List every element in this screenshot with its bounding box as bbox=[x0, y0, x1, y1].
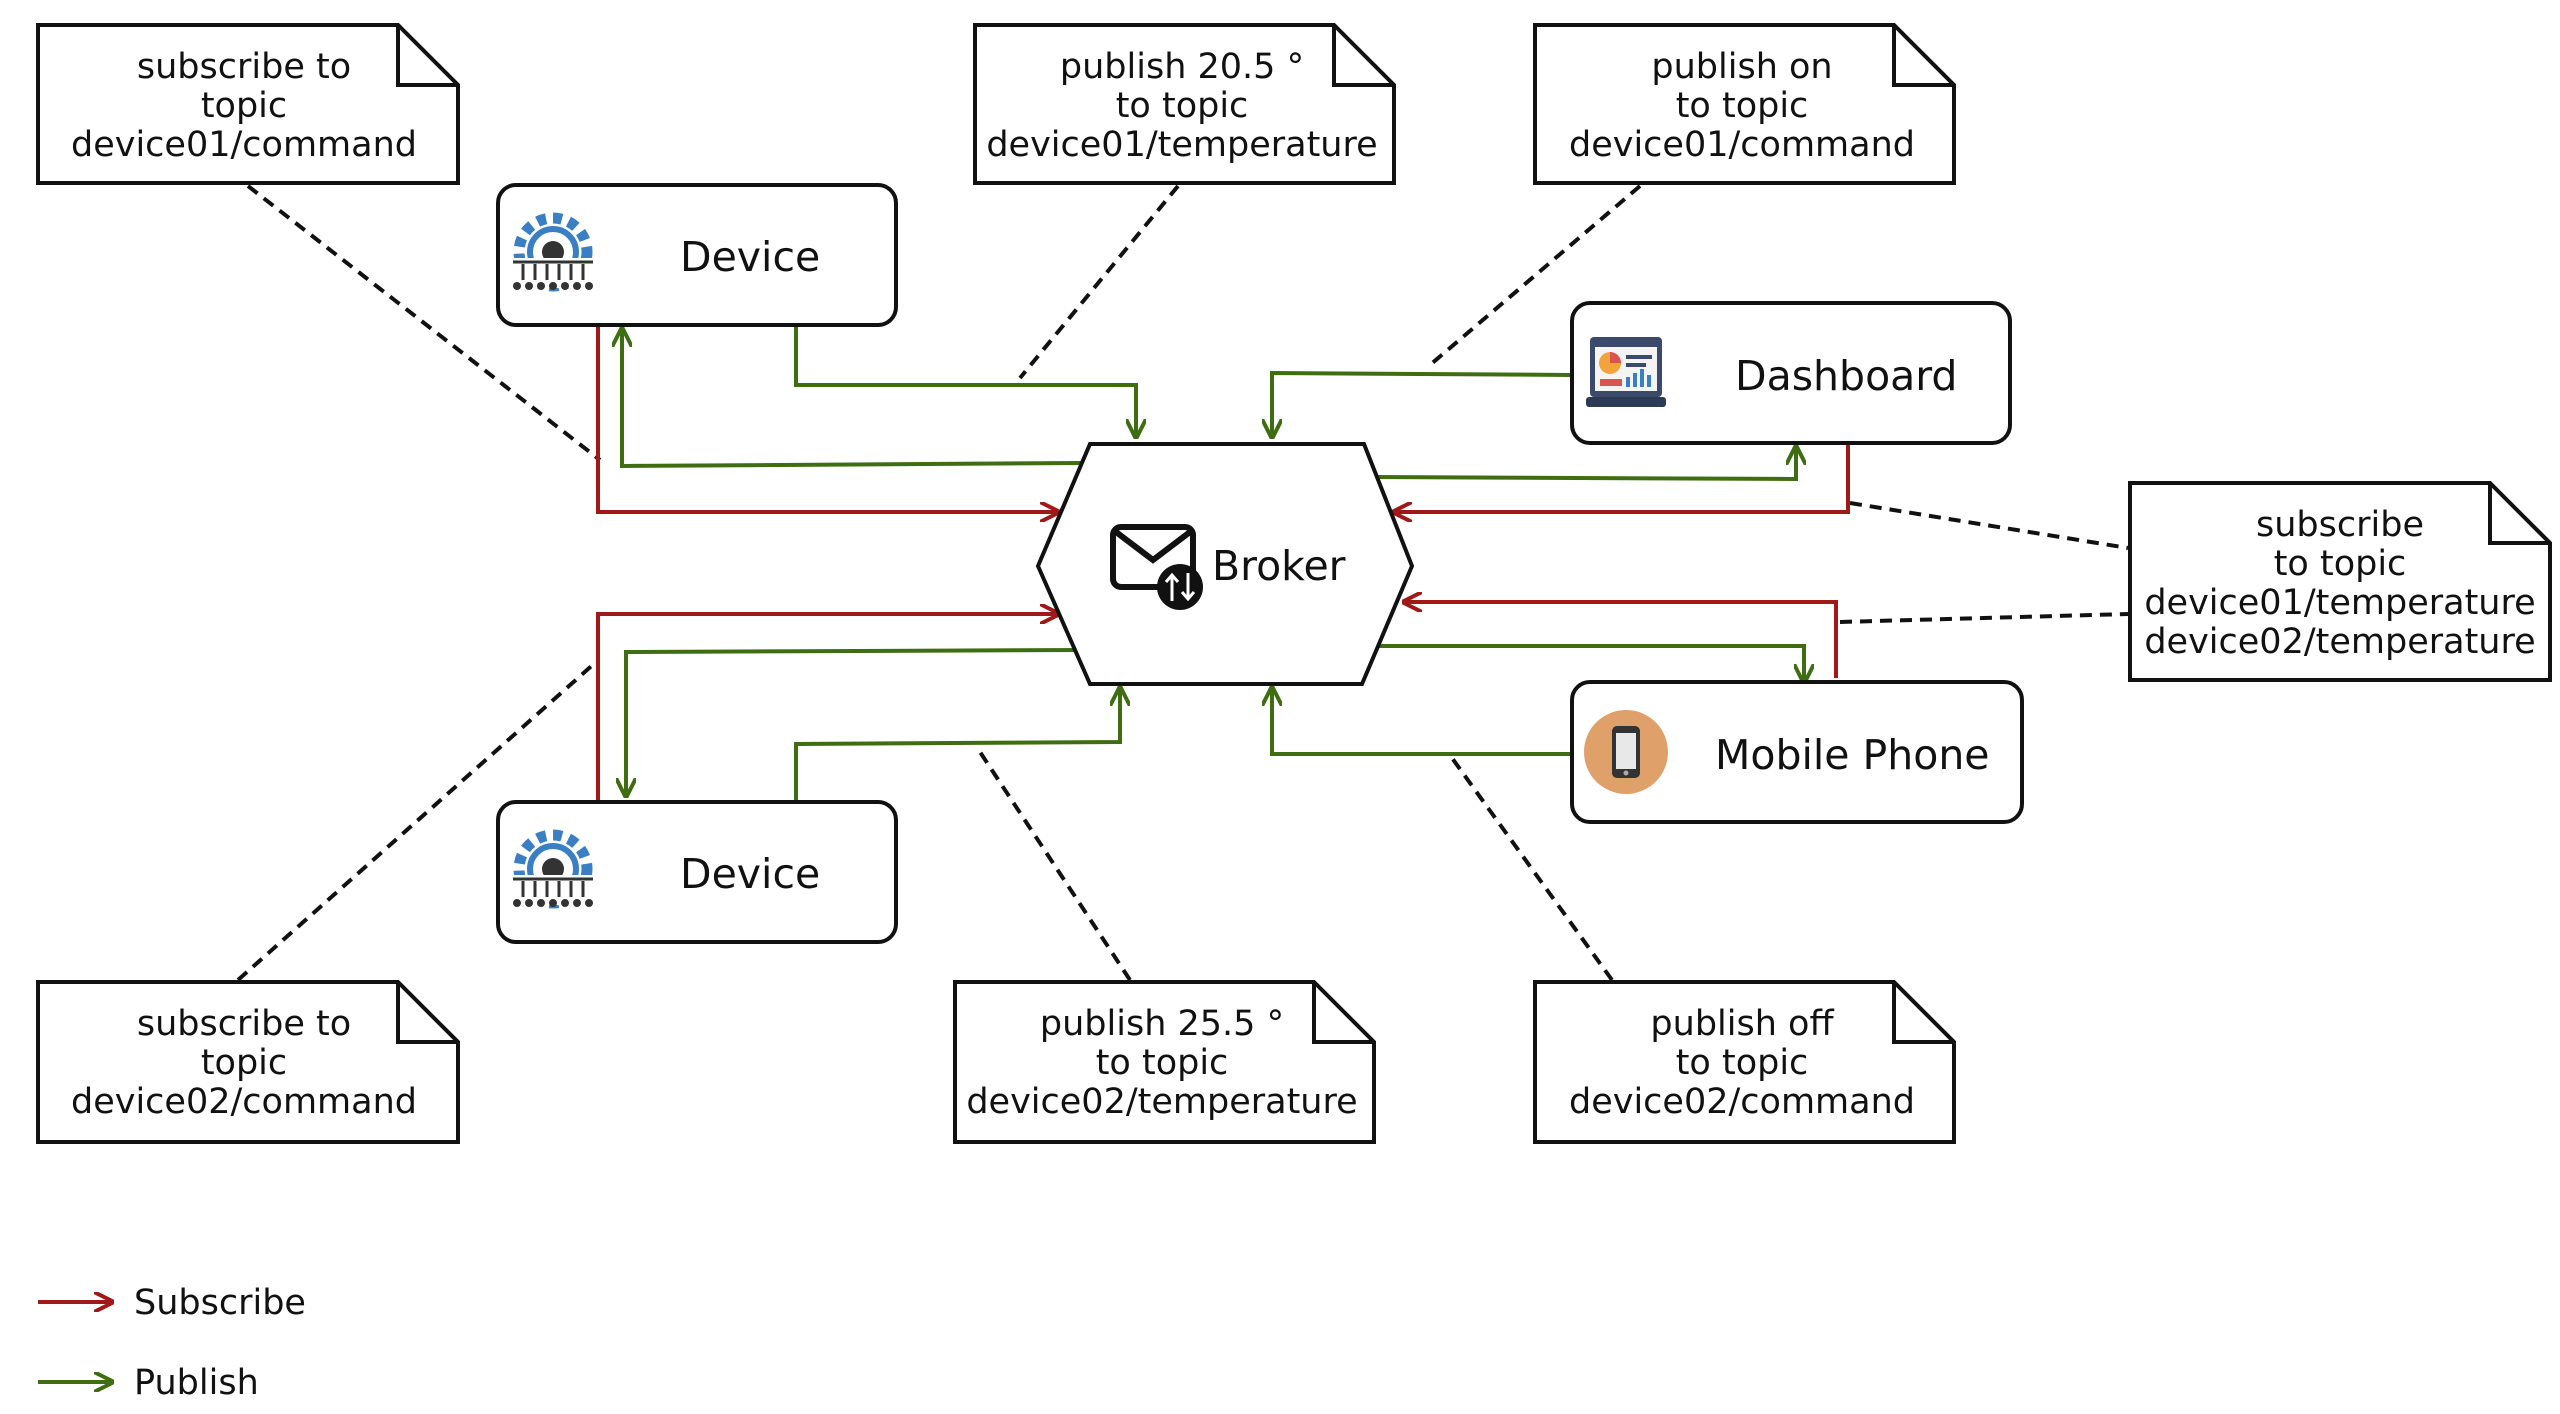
note-pub-off: publish off to topic device02/command bbox=[1533, 980, 1956, 1144]
connector-pub-temp02 bbox=[978, 750, 1132, 982]
note-line: device02/command bbox=[1569, 1082, 1915, 1122]
arrow-pub-mobile bbox=[1272, 688, 1576, 756]
note-line: to topic bbox=[1096, 1043, 1229, 1083]
arrow-sub-device-bottom bbox=[596, 614, 1058, 802]
dashboard-box bbox=[1570, 301, 2012, 445]
smartphone-icon bbox=[1584, 710, 1668, 794]
connector-pub-temp01 bbox=[1018, 184, 1180, 380]
note-line: subscribe to bbox=[137, 47, 351, 87]
legend: Subscribe Publish bbox=[38, 1283, 306, 1403]
legend-subscribe: Subscribe bbox=[38, 1283, 306, 1323]
mobile-box bbox=[1570, 680, 2024, 824]
legend-subscribe-label: Subscribe bbox=[134, 1283, 306, 1323]
note-line: device02/command bbox=[71, 1082, 417, 1122]
connector-sub-temps-b bbox=[1839, 612, 2129, 624]
note-pub-temp01: publish 20.5 ° to topic device01/tempera… bbox=[973, 23, 1396, 185]
device-bottom-box bbox=[496, 800, 898, 944]
note-line: to topic bbox=[1116, 86, 1249, 126]
note-line: device01/temperature bbox=[2144, 583, 2535, 623]
arrow-sub-dashboard bbox=[1394, 443, 1850, 512]
publish-arrows bbox=[622, 325, 1804, 802]
connector-sub-device01 bbox=[246, 184, 602, 462]
note-pub-on: publish on to topic device01/command bbox=[1533, 23, 1956, 185]
arrow-sub-mobile bbox=[1404, 602, 1838, 678]
arrow-pub-device-top bbox=[794, 325, 1136, 437]
arrow-sub-device-top bbox=[596, 325, 1058, 512]
note-line: to topic bbox=[2274, 544, 2407, 584]
device-bottom-node[interactable]: Device bbox=[496, 800, 898, 944]
arrow-broker-to-dashboard bbox=[1373, 447, 1796, 482]
device-top-box bbox=[496, 183, 898, 327]
note-line: subscribe to bbox=[137, 1004, 351, 1044]
note-line: device01/command bbox=[71, 125, 417, 165]
note-line: device01/temperature bbox=[986, 125, 1377, 165]
device-bottom-label: Device bbox=[680, 850, 820, 898]
note-connectors bbox=[236, 184, 2129, 982]
gear-chip-icon bbox=[513, 212, 593, 292]
note-line: to topic bbox=[1676, 86, 1809, 126]
arrow-pub-device-bottom bbox=[794, 688, 1120, 802]
envelope-exchange-icon bbox=[1110, 524, 1203, 610]
connector-pub-off bbox=[1450, 756, 1614, 982]
note-line: device02/temperature bbox=[966, 1082, 1357, 1122]
dashboard-label: Dashboard bbox=[1735, 352, 1957, 400]
arrow-pub-dashboard bbox=[1272, 370, 1573, 437]
note-line: subscribe bbox=[2256, 505, 2424, 545]
device-top-node[interactable]: Device bbox=[496, 183, 898, 327]
subscribe-arrows bbox=[596, 325, 1850, 802]
legend-publish: Publish bbox=[38, 1363, 259, 1403]
device-top-label: Device bbox=[680, 233, 820, 281]
note-sub-device02: subscribe to topic device02/command bbox=[36, 980, 460, 1144]
note-line: device02/temperature bbox=[2144, 622, 2535, 662]
note-line: device01/command bbox=[1569, 125, 1915, 165]
note-line: publish 25.5 ° bbox=[1040, 1004, 1284, 1044]
mobile-node[interactable]: Mobile Phone bbox=[1570, 680, 2024, 824]
arrow-broker-to-device-top bbox=[622, 329, 1083, 469]
broker-node[interactable]: Broker bbox=[1035, 442, 1415, 686]
dashboard-node[interactable]: Dashboard bbox=[1570, 301, 2012, 445]
monitor-chart-icon bbox=[1586, 337, 1666, 407]
note-line: publish on bbox=[1651, 47, 1832, 87]
note-line: topic bbox=[201, 86, 287, 126]
mobile-label: Mobile Phone bbox=[1715, 731, 1990, 779]
note-sub-temps: subscribe to topic device01/temperature … bbox=[2128, 481, 2552, 682]
note-line: publish 20.5 ° bbox=[1060, 47, 1304, 87]
broker-shape bbox=[1035, 442, 1415, 686]
broker-label: Broker bbox=[1212, 542, 1346, 590]
gear-chip-icon bbox=[513, 829, 593, 909]
legend-publish-label: Publish bbox=[134, 1363, 259, 1403]
note-line: publish off bbox=[1650, 1004, 1834, 1044]
connector-pub-on bbox=[1428, 184, 1642, 367]
note-line: topic bbox=[201, 1043, 287, 1083]
note-pub-temp02: publish 25.5 ° to topic device02/tempera… bbox=[953, 980, 1376, 1144]
arrow-broker-to-mobile bbox=[1374, 644, 1804, 682]
note-line: to topic bbox=[1676, 1043, 1809, 1083]
note-sub-device01: subscribe to topic device01/command bbox=[36, 23, 460, 185]
connector-sub-temps-a bbox=[1849, 501, 2129, 550]
arrow-broker-to-device-bottom bbox=[626, 648, 1083, 796]
